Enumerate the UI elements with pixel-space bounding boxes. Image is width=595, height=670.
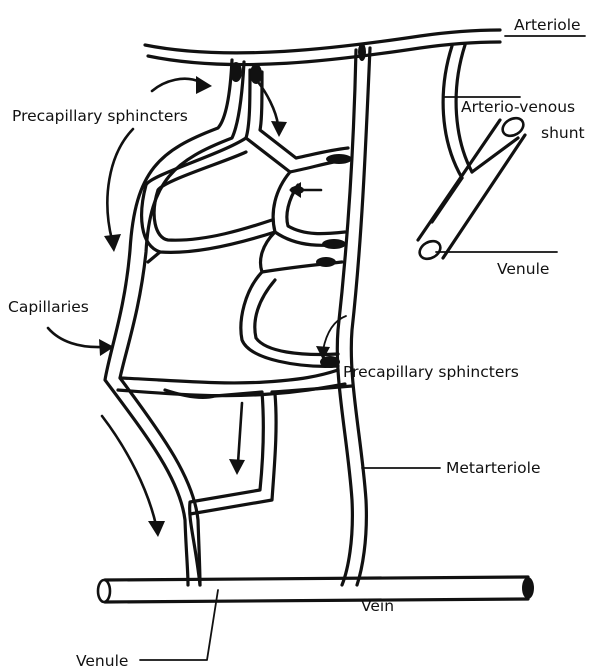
arrow-head-icon <box>271 121 287 137</box>
arrow-head-icon <box>148 521 165 537</box>
flow-arrow <box>48 328 103 347</box>
arterio-venous-label: Arterio-venous <box>461 98 575 116</box>
precapillary-sphincters-right-label: Precapillary sphincters <box>343 363 519 381</box>
shunt-label: shunt <box>541 124 585 142</box>
flow-arrow <box>102 416 156 525</box>
metarteriole-vessel <box>337 48 370 585</box>
precapillary-sphincters-left-label: Precapillary sphincters <box>12 107 188 125</box>
capillaries-label: Capillaries <box>8 298 89 316</box>
vein-label: Vein <box>361 597 394 615</box>
arrow-head-icon <box>229 459 245 475</box>
vein-right-end <box>522 577 534 599</box>
flow-arrow <box>152 79 200 91</box>
flow-arrow <box>238 403 242 463</box>
vein-vessel <box>98 577 534 602</box>
flow-arrow <box>107 129 133 240</box>
metarteriole-label: Metarteriole <box>446 459 540 477</box>
venule-bottom-label: Venule <box>76 652 128 670</box>
arrow-head-icon <box>104 234 121 252</box>
venule-right-label: Venule <box>497 260 549 278</box>
arrow-head-icon <box>196 76 212 94</box>
vein-left-opening <box>98 580 110 602</box>
arterio-venous-shunt-vessel <box>416 45 526 262</box>
capillary-network <box>105 60 352 585</box>
shunt-venule-opening <box>416 238 443 263</box>
arteriole-label: Arteriole <box>514 16 581 34</box>
flow-arrows <box>48 76 346 537</box>
sphincter-pointer-line <box>323 316 346 350</box>
